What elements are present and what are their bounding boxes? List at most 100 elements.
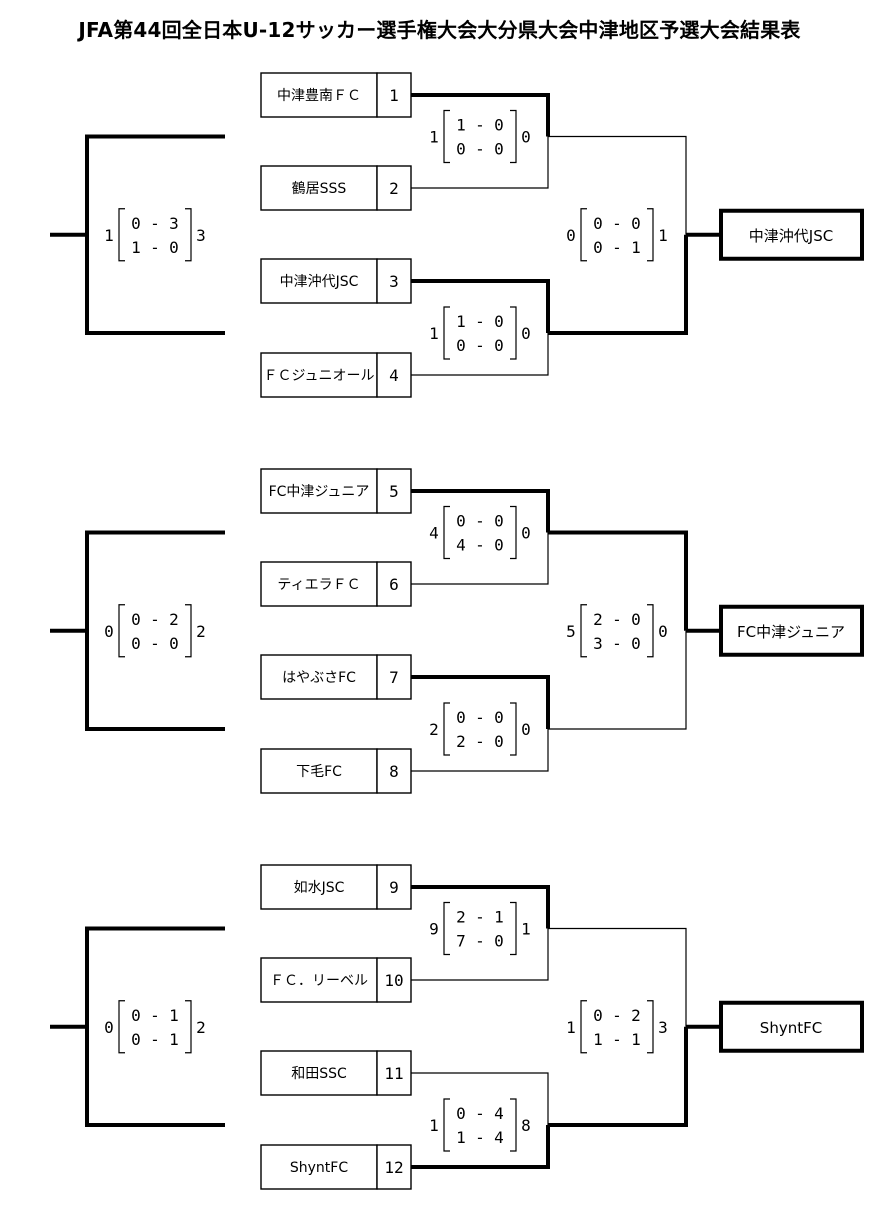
block3-semi1-score-half2-dash: -: [475, 932, 485, 951]
block3-semi1-score-half1-a: 2: [456, 908, 466, 927]
block3-third-score-half2-a: 0: [131, 1030, 141, 1049]
block2-final-score-half1-a: 2: [593, 610, 603, 629]
block2-semi1-score-bracket-right: [510, 505, 517, 560]
block2-seed-box-3: [376, 654, 412, 700]
block3-semi2-score-half1-dash: -: [475, 1104, 485, 1123]
block2-semi2-score-half2-a: 2: [456, 732, 466, 751]
block1-seed-3: 3: [389, 272, 399, 291]
block2-final-score-left-total: 5: [566, 622, 576, 641]
block3-semi1-top-line: [411, 885, 550, 929]
block1-semi1-score-half2-b: 0: [494, 140, 504, 159]
block1-team-box-2: [260, 165, 378, 211]
block2-winner-name: FC中津ジュニア: [737, 623, 845, 641]
block1-semi2-score-bracket-right: [510, 306, 517, 360]
block1-semi2-bottom-line: [411, 333, 549, 376]
block3-team-name-1: 如水JSC: [294, 880, 345, 896]
block3-seed-box-3: [376, 1050, 412, 1096]
block2-semi2-top-line: [411, 675, 550, 729]
block2-seed-2: 6: [389, 575, 399, 594]
block3-final-score-half2-dash: -: [612, 1030, 622, 1049]
block1-semi1-top-line: [411, 93, 550, 137]
block3-team-name-4: ShyntFC: [290, 1160, 348, 1176]
block1-final-score-half2-dash: -: [612, 238, 622, 257]
block2-semi1-bottom-line: [411, 532, 549, 585]
block2-semi2-score-half2-dash: -: [475, 732, 485, 751]
block1-semi2-score-half2-a: 0: [456, 336, 466, 355]
block1-semi1-bottom-line: [411, 136, 549, 189]
block1-final-score-right-total: 1: [658, 226, 668, 245]
block2-semi1-score-half2-b: 0: [494, 536, 504, 555]
block1-winner-name: 中津沖代JSC: [749, 227, 833, 245]
block3-winner-name: ShyntFC: [760, 1019, 822, 1037]
block1-semi2-score-bracket-left: [443, 306, 450, 360]
block2-seed-box-2: [376, 561, 412, 607]
block3-seed-box-2: [376, 957, 412, 1003]
block3-seed-box-1: [376, 864, 412, 910]
block3-team-name-2: ＦＣ．リーベル: [270, 973, 368, 989]
block3-semi2-score-half2-a: 1: [456, 1128, 466, 1147]
block1-third-score-left-total: 1: [104, 226, 114, 245]
block1-semi1-score-bracket-right: [510, 109, 517, 164]
block3-semi2-score-half1-b: 4: [494, 1104, 504, 1123]
block3-semi1-score-left-total: 9: [429, 920, 439, 939]
block2-semi1-score-half2-dash: -: [475, 536, 485, 555]
block2-third-score-half2-b: 0: [169, 634, 179, 653]
block2-seed-box-4: [376, 748, 412, 794]
block1-semi2-score-half1-b: 0: [494, 312, 504, 331]
block1-seed-4: 4: [389, 366, 399, 385]
block1-seed-box-4: [376, 352, 412, 398]
block1-third-score-half2-dash: -: [150, 238, 160, 257]
block3-third-score-right-total: 2: [196, 1018, 206, 1037]
block2-team-name-3: はやぶさFC: [282, 670, 356, 686]
block2-semi2-bottom-line: [411, 729, 549, 772]
block3-third-score-half1-a: 0: [131, 1006, 141, 1025]
block1-semi1-score-half2-a: 0: [456, 140, 466, 159]
block2-semi2-score-half1-b: 0: [494, 708, 504, 727]
block2-team-box-1: [260, 468, 378, 514]
block3-seed-3: 11: [384, 1064, 403, 1083]
block1-final-score-half1-dash: -: [612, 214, 622, 233]
block3-team-box-2: [260, 957, 378, 1003]
block3-team-box-3: [260, 1050, 378, 1096]
block3-semi2-score-half2-dash: -: [475, 1128, 485, 1147]
block1-semi2-score-half2-dash: -: [475, 336, 485, 355]
block3-final-score-bracket-left: [580, 1000, 587, 1054]
block3-final-score-right-total: 3: [658, 1018, 668, 1037]
block1-semi1-score-half1-dash: -: [475, 116, 485, 135]
block3-semi1-bottom-line: [411, 928, 549, 981]
block1-semi2-score-half2-b: 0: [494, 336, 504, 355]
block2-seed-4: 8: [389, 762, 399, 781]
block3-semi2-bottom-line: [411, 1125, 550, 1169]
block1-team-name-1: 中津豊南ＦＣ: [277, 88, 361, 104]
block3-final-score-half1-a: 0: [593, 1006, 603, 1025]
block3-final-score-half1-b: 2: [631, 1006, 641, 1025]
block1-team-box-1: [260, 72, 378, 118]
block2-third-score-left-total: 0: [104, 622, 114, 641]
block3-final-score-half2-a: 1: [593, 1030, 603, 1049]
block3-semi1-score-half1-b: 1: [494, 908, 504, 927]
block3-semi2-score-half1-a: 0: [456, 1104, 466, 1123]
block1-third-score-bracket-right: [185, 208, 192, 262]
block3-semi1-score-half1-dash: -: [475, 908, 485, 927]
block2-semi1-score-half1-b: 0: [494, 512, 504, 531]
block1-team-name-4: ＦＣジュニオール: [263, 368, 374, 384]
block1-team-box-3: [260, 258, 378, 304]
block1-seed-1: 1: [389, 86, 399, 105]
block1-semi2-score-half1-dash: -: [475, 312, 485, 331]
block2-final-score-half2-dash: -: [612, 634, 622, 653]
block3-semi2-score-bracket-left: [443, 1098, 450, 1152]
block3-semi1-score-bracket-left: [443, 901, 450, 956]
block3-semi2-top-line: [411, 1072, 549, 1125]
block1-team-name-3: 中津沖代JSC: [280, 274, 359, 290]
block1-team-name-2: 鶴居SSS: [292, 180, 347, 197]
block2-semi1-score-half1-a: 0: [456, 512, 466, 531]
block3-third-score-half1-b: 1: [169, 1006, 179, 1025]
block2-semi2-score-right-total: 0: [521, 720, 531, 739]
block1-winner-box: [719, 208, 864, 261]
block3-seed-1: 9: [389, 878, 399, 897]
block2-third-score-half1-b: 2: [169, 610, 179, 629]
block1-final-top-line: [548, 135, 687, 235]
block3-semi2-score-right-total: 8: [521, 1116, 531, 1135]
block2-semi1-score-bracket-left: [443, 505, 450, 560]
